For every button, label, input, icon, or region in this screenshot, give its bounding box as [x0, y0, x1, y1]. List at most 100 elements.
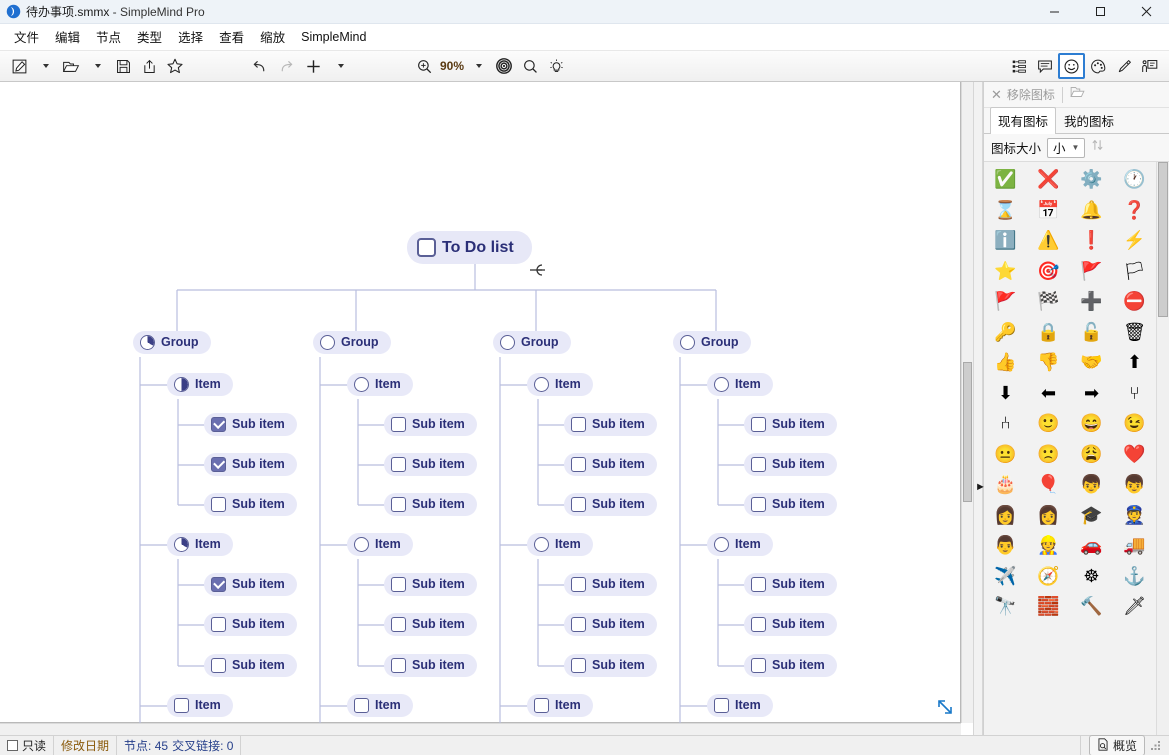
node-item-3-3[interactable]: Item — [527, 694, 593, 717]
icon-cell-plus-circle-green-icon[interactable]: ➕ — [1070, 286, 1113, 317]
icon-cell-hammer-icon[interactable]: 🔨 — [1070, 591, 1113, 622]
canvas-vertical-scroll-thumb[interactable] — [963, 362, 972, 502]
node-subitem-1-1-1[interactable]: Sub item — [204, 413, 297, 436]
canvas-vertical-scrollbar[interactable] — [961, 82, 973, 723]
modified-date-cell[interactable]: 修改日期 — [54, 735, 118, 755]
icon-cell-warning-triangle-icon[interactable]: ⚠️ — [1027, 225, 1070, 256]
export-button[interactable] — [136, 53, 162, 79]
icon-cell-merge-arrows-icon[interactable]: ⑃ — [984, 408, 1027, 439]
node-item-1-1[interactable]: Item — [167, 373, 233, 396]
tab-existing-icons[interactable]: 现有图标 — [990, 107, 1057, 134]
item-checkbox[interactable] — [354, 698, 369, 713]
menu-edit[interactable]: 编辑 — [55, 31, 81, 45]
node-subitem-3-1-2[interactable]: Sub item — [564, 453, 657, 476]
icon-cell-calendar-icon[interactable]: 📅 — [1027, 195, 1070, 226]
icon-cell-star-yellow-icon[interactable]: ⭐ — [984, 256, 1027, 287]
node-subitem-2-1-1[interactable]: Sub item — [384, 413, 477, 436]
presentation-button[interactable] — [1137, 53, 1163, 79]
canvas-horizontal-scrollbar[interactable] — [0, 723, 961, 735]
search-button[interactable] — [517, 53, 543, 79]
node-subitem-3-2-3[interactable]: Sub item — [564, 654, 657, 677]
item-1-2-progress-checkbox[interactable] — [174, 537, 189, 552]
node-subitem-4-1-3[interactable]: Sub item — [744, 493, 837, 516]
node-item-1-2[interactable]: Item — [167, 533, 233, 556]
subitem-checkbox[interactable] — [571, 577, 586, 592]
style-brush-button[interactable] — [1111, 53, 1137, 79]
node-item-4-1[interactable]: Item — [707, 373, 773, 396]
icon-cell-thumbs-up-icon[interactable]: 👍 — [984, 347, 1027, 378]
subitem-checkbox[interactable] — [751, 417, 766, 432]
node-subitem-3-1-1[interactable]: Sub item — [564, 413, 657, 436]
subitem-checkbox[interactable] — [391, 577, 406, 592]
node-item-3-2[interactable]: Item — [527, 533, 593, 556]
icon-cell-balloon-icon[interactable]: 🎈 — [1027, 469, 1070, 500]
node-subitem-2-2-2[interactable]: Sub item — [384, 613, 477, 636]
new-document-dropdown[interactable] — [32, 53, 58, 79]
icon-cell-woman-darkhair-icon[interactable]: 👩 — [1027, 500, 1070, 531]
remove-icon-x-icon[interactable]: ✕ — [991, 86, 1002, 102]
remove-icon-label[interactable]: 移除图标 — [1006, 88, 1055, 102]
subitem-checkbox[interactable] — [211, 617, 226, 632]
icon-cell-arrow-up-circle-icon[interactable]: ⬆ — [1113, 347, 1156, 378]
add-node-dropdown[interactable] — [327, 53, 353, 79]
icon-cell-hourglass-icon[interactable]: ⌛ — [984, 195, 1027, 226]
icon-cell-smiley-wink-icon[interactable]: 😉 — [1113, 408, 1156, 439]
subitem-checkbox[interactable] — [391, 457, 406, 472]
node-item-4-3[interactable]: Item — [707, 694, 773, 717]
group-3-progress-checkbox[interactable] — [500, 335, 515, 350]
subitem-checkbox[interactable] — [211, 658, 226, 673]
node-subitem-4-1-2[interactable]: Sub item — [744, 453, 837, 476]
icon-cell-bell-icon[interactable]: 🔔 — [1070, 195, 1113, 226]
icon-cell-smiley-happy-icon[interactable]: 🙂 — [1027, 408, 1070, 439]
node-item-4-2[interactable]: Item — [707, 533, 773, 556]
subitem-checkbox[interactable] — [211, 577, 226, 592]
subitem-checkbox[interactable] — [571, 457, 586, 472]
icon-picker-button[interactable] — [1058, 53, 1085, 79]
item-4-2-progress-checkbox[interactable] — [714, 537, 729, 552]
group-2-progress-checkbox[interactable] — [320, 335, 335, 350]
icon-cell-checkered-flag-icon[interactable]: 🏁 — [1027, 286, 1070, 317]
subitem-checkbox[interactable] — [391, 658, 406, 673]
icon-cell-check-circle-green-icon[interactable]: ✅ — [984, 164, 1027, 195]
item-2-2-progress-checkbox[interactable] — [354, 537, 369, 552]
subitem-checkbox[interactable] — [571, 658, 586, 673]
node-subitem-3-1-3[interactable]: Sub item — [564, 493, 657, 516]
node-subitem-4-1-1[interactable]: Sub item — [744, 413, 837, 436]
icon-cell-flag-green-icon[interactable]: 🚩 — [1070, 256, 1113, 287]
icon-cell-anchor-icon[interactable]: ⚓ — [1113, 561, 1156, 592]
node-subitem-1-2-1[interactable]: Sub item — [204, 573, 297, 596]
icon-cell-airplane-icon[interactable]: ✈️ — [984, 561, 1027, 592]
icon-cell-split-fork-icon[interactable]: ⑂ — [1113, 378, 1156, 409]
node-item-2-1[interactable]: Item — [347, 373, 413, 396]
group-4-progress-checkbox[interactable] — [680, 335, 695, 350]
maximize-button[interactable] — [1077, 0, 1123, 24]
icon-cell-info-blue-icon[interactable]: ℹ️ — [984, 225, 1027, 256]
favorite-star-button[interactable] — [162, 53, 188, 79]
resize-grip-icon[interactable] — [1150, 740, 1161, 751]
icon-cell-car-red-icon[interactable]: 🚗 — [1070, 530, 1113, 561]
tab-my-icons[interactable]: 我的图标 — [1064, 115, 1115, 129]
node-subitem-2-2-1[interactable]: Sub item — [384, 573, 477, 596]
icon-cell-arrow-right-circle-icon[interactable]: ➡ — [1070, 378, 1113, 409]
minimize-button[interactable] — [1031, 0, 1077, 24]
icon-cell-trash-bin-icon[interactable]: 🗑 — [1113, 317, 1156, 348]
icon-grid-area[interactable]: ✅❌⚙️🕐⌛📅🔔❓ℹ️⚠️❗⚡⭐🎯🚩🏳🚩🏁➕⛔🔑🔒🔓🗑👍👎🤝⬆⬇⬅➡⑂⑃🙂😄😉😐… — [984, 162, 1169, 735]
icon-cell-smiley-sad-icon[interactable]: 🙁 — [1027, 439, 1070, 470]
add-node-button[interactable] — [300, 53, 327, 79]
icon-cell-key-icon[interactable]: 🔑 — [984, 317, 1027, 348]
icon-cell-smiley-laughing-icon[interactable]: 😄 — [1070, 408, 1113, 439]
zoom-level-label[interactable]: 90% — [440, 59, 465, 73]
subitem-checkbox[interactable] — [751, 617, 766, 632]
color-palette-button[interactable] — [1085, 53, 1111, 79]
canvas-resize-handle-icon[interactable] — [935, 697, 955, 717]
icon-cell-heart-red-icon[interactable]: ❤️ — [1113, 439, 1156, 470]
node-subitem-2-1-2[interactable]: Sub item — [384, 453, 477, 476]
lightbulb-idea-button[interactable] — [543, 53, 569, 79]
icon-cell-gear-settings-icon[interactable]: ⚙️ — [1070, 164, 1113, 195]
node-group-3[interactable]: Group — [493, 331, 571, 354]
sort-updown-icon[interactable] — [1091, 138, 1104, 157]
menu-type[interactable]: 类型 — [137, 31, 163, 45]
overview-button[interactable]: 概览 — [1088, 735, 1145, 755]
open-folder-dropdown[interactable] — [84, 53, 110, 79]
new-document-button[interactable] — [6, 53, 32, 79]
